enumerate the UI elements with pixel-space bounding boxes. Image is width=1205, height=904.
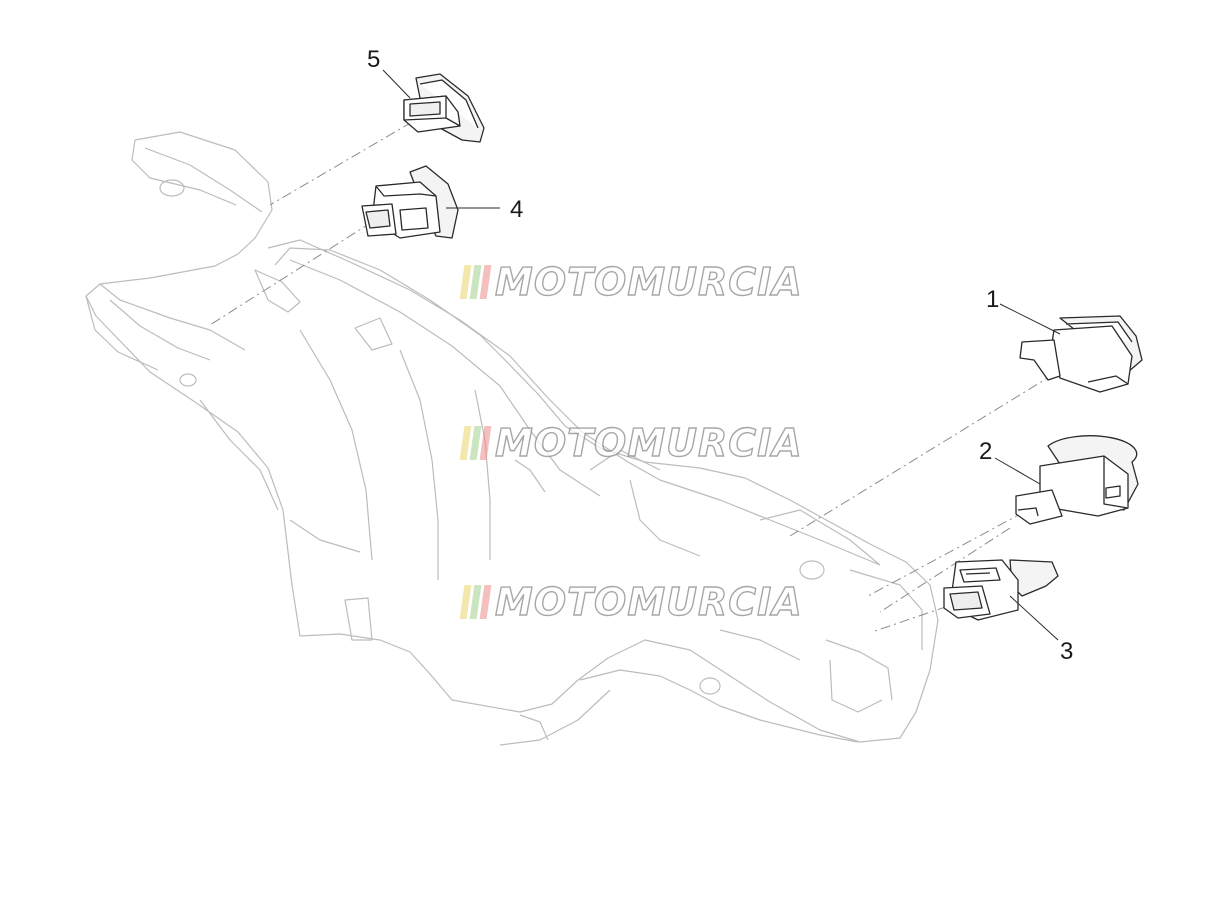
watermark-middle: MOTOMURCIA bbox=[459, 420, 803, 466]
part-1-switch bbox=[1019, 315, 1143, 393]
part-2-switch bbox=[1015, 435, 1139, 525]
part-5-switch bbox=[403, 73, 485, 143]
callout-2-label: 2 bbox=[979, 438, 993, 465]
watermark-top: MOTOMURCIA bbox=[459, 259, 803, 305]
watermark-logo-stripes bbox=[459, 265, 492, 299]
watermark-bottom: MOTOMURCIA bbox=[459, 579, 803, 625]
callout-5-label: 5 bbox=[367, 46, 381, 73]
part-4-switch bbox=[361, 165, 459, 239]
watermark-text: MOTOMURCIA bbox=[494, 420, 803, 465]
callout-1-label: 1 bbox=[986, 286, 1000, 313]
part-3-switch bbox=[943, 559, 1059, 621]
callout-4-label: 4 bbox=[510, 196, 524, 223]
watermark-logo-stripes bbox=[459, 426, 492, 460]
watermark-text: MOTOMURCIA bbox=[494, 579, 803, 624]
watermark-text: MOTOMURCIA bbox=[494, 259, 803, 304]
callout-3-label: 3 bbox=[1060, 638, 1074, 665]
handlebar-cover bbox=[85, 131, 939, 746]
callout-leaders bbox=[382, 69, 1061, 641]
leader-lines bbox=[209, 121, 1055, 633]
watermark-logo-stripes bbox=[459, 585, 492, 619]
